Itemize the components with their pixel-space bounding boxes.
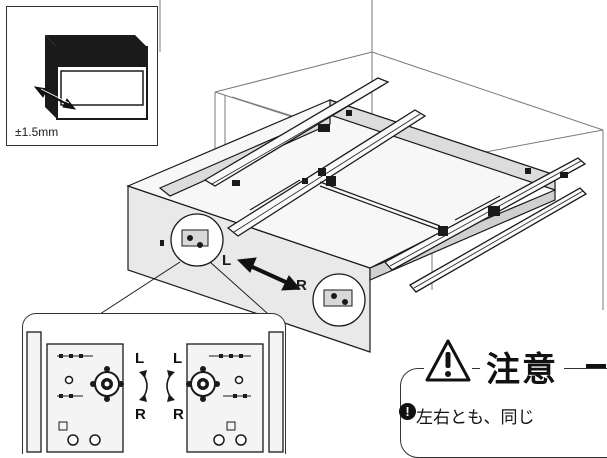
right-hook-bottom-label: R [173,406,184,423]
adjustment-inset: ±1.5mm [6,6,158,146]
right-hook-top-label: L [173,350,183,367]
locking-device-illustration [26,331,284,453]
arrow-right-label: R [296,277,307,294]
drawer-front-illustration [33,35,148,120]
tolerance-label: ±1.5mm [15,125,59,139]
caution-title: 注意 [480,342,564,391]
left-hook-bottom-label: R [135,406,146,423]
hook-adjustment-inset: L R L R [22,313,286,454]
exclamation-circle-icon: ! [399,403,416,420]
caution-note: 左右とも、同じ [416,408,535,427]
title-rule [586,364,606,368]
warning-triangle-icon [424,338,472,384]
arrow-left-label: L [222,252,232,269]
left-hook-top-label: L [135,350,145,367]
